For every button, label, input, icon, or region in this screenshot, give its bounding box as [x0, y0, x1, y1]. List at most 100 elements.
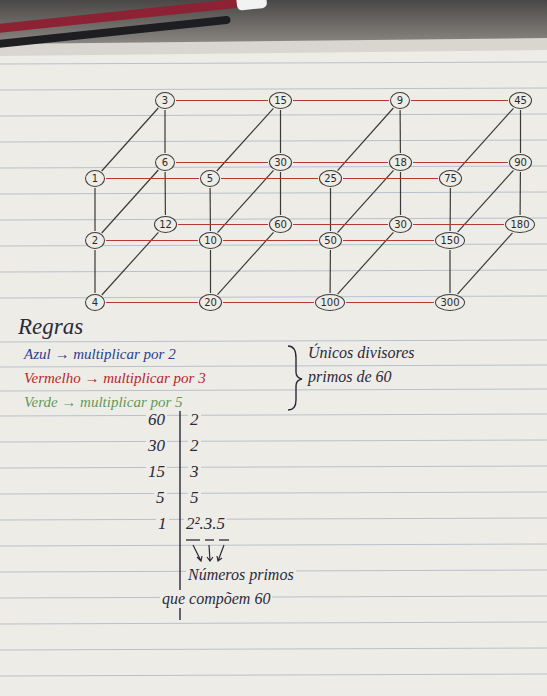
factorization-text: 2	[188, 410, 201, 430]
divisor-number: 300	[440, 298, 459, 308]
rule-note: Únicos divisores	[306, 344, 417, 362]
divisor-circle: 100	[315, 294, 345, 311]
lattice-edge	[520, 110, 521, 153]
rule-note: Azul → multiplicar por 2	[22, 346, 178, 363]
pens	[0, 0, 269, 50]
divisor-circle: 1	[85, 170, 105, 187]
factorization-text: 15	[146, 462, 167, 482]
divisor-circle: 30	[389, 216, 412, 233]
divisor-number: 100	[320, 298, 339, 308]
divisor-circle: 25	[319, 170, 342, 187]
divisor-circle: 50	[319, 232, 342, 249]
divisor-number: 50	[324, 236, 337, 246]
red-edge	[293, 224, 388, 225]
divisor-circle: 6	[155, 154, 175, 171]
divisor-circle: 3	[155, 92, 175, 109]
factorization-text: que compõem 60	[160, 590, 272, 608]
divisor-circle: 75	[439, 170, 462, 187]
divisor-circle: 300	[435, 294, 465, 311]
division-bar	[179, 404, 180, 620]
lattice-edge	[102, 108, 159, 171]
lattice-edge	[95, 188, 96, 231]
pen-cap	[236, 0, 268, 11]
divisor-number: 3	[162, 96, 168, 106]
page-edge	[0, 38, 547, 56]
factorization-text: 5	[188, 488, 201, 508]
divisor-number: 75	[444, 174, 457, 184]
lattice-edge	[400, 110, 401, 153]
lattice-edge	[102, 170, 159, 233]
divisor-number: 60	[274, 220, 287, 230]
heading: Regras	[16, 314, 85, 340]
divisor-number: 6	[162, 158, 168, 168]
red-edge	[413, 162, 508, 163]
divisor-circle: 10	[199, 232, 222, 249]
divisor-number: 30	[274, 158, 287, 168]
lattice-edge	[217, 108, 274, 171]
factor-underlines	[186, 539, 229, 540]
red-edge	[293, 100, 389, 101]
lattice-edge	[165, 110, 166, 153]
factorization-text: Números primos	[186, 566, 296, 584]
factor-arrows	[193, 545, 224, 561]
rule-note: primos de 60	[306, 368, 394, 386]
red-edge	[221, 178, 318, 179]
red-edge	[343, 240, 434, 241]
divisor-number: 25	[324, 174, 337, 184]
divisor-number: 18	[394, 158, 407, 168]
factorization-text: 2	[188, 436, 201, 456]
divisor-circle: 15	[269, 92, 292, 109]
factorization-text: 30	[146, 436, 167, 456]
divisor-number: 10	[204, 236, 217, 246]
divisor-circle: 30	[269, 154, 292, 171]
lattice-edge	[210, 250, 211, 293]
red-edge	[178, 224, 268, 225]
divisor-number: 150	[440, 236, 459, 246]
divisor-circle: 9	[390, 92, 410, 109]
factorization-text: 60	[146, 410, 167, 430]
divisor-number: 2	[92, 236, 98, 246]
divisor-circle: 60	[269, 216, 292, 233]
divisor-number: 90	[514, 158, 527, 168]
divisor-number: 4	[92, 298, 98, 308]
red-edge	[223, 302, 314, 303]
red-edge	[176, 100, 268, 101]
lattice-edge	[218, 232, 274, 294]
lattice-edge	[280, 110, 281, 153]
lattice-edge	[338, 232, 394, 294]
red-edge	[413, 224, 504, 225]
divisor-circle: 90	[509, 154, 532, 171]
divisor-circle: 12	[154, 216, 177, 233]
red-edge	[106, 178, 199, 179]
factorization-text: 1	[156, 514, 169, 534]
divisor-number: 20	[204, 298, 217, 308]
red-edge	[176, 162, 268, 163]
red-edge	[346, 302, 434, 303]
rule-note: Verde → multiplicar por 5	[22, 394, 185, 411]
divisor-number: 15	[274, 96, 287, 106]
red-edge	[106, 302, 198, 303]
ruled-lines	[0, 62, 547, 676]
divisor-number: 9	[397, 96, 403, 106]
factorization-text: 2².3.5	[184, 514, 227, 534]
divisor-number: 5	[207, 174, 213, 184]
lattice-edge	[95, 250, 96, 293]
lattice-edge	[218, 170, 274, 232]
divisor-circle: 180	[505, 216, 535, 233]
divisor-circle: 150	[435, 232, 465, 249]
brace	[288, 346, 302, 410]
lattice-edge	[458, 233, 513, 294]
lattice-edge	[330, 250, 331, 293]
lattice-edge	[458, 108, 514, 170]
lattice-edge	[338, 108, 394, 171]
factorization-text: 3	[188, 462, 201, 482]
divisor-circle: 45	[509, 92, 532, 109]
factorization-text: 5	[154, 488, 167, 508]
divisor-number: 45	[514, 96, 527, 106]
lattice-edge	[338, 170, 394, 232]
divisor-number: 12	[159, 220, 172, 230]
divisor-circle: 4	[85, 294, 105, 311]
red-edge	[106, 240, 198, 241]
divisor-circle: 20	[199, 294, 222, 311]
